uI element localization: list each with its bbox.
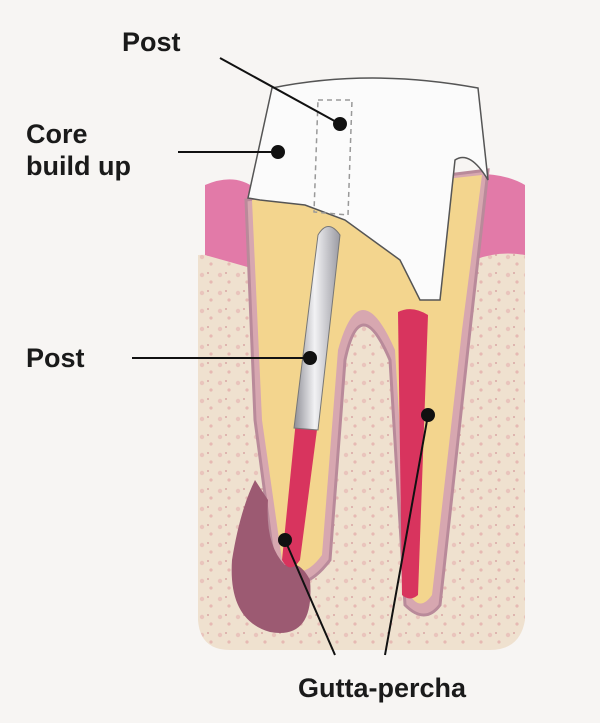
post-metal	[293, 226, 341, 431]
core-build-up	[247, 77, 489, 301]
gutta-percha-left	[282, 420, 318, 568]
label-post-top: Post	[122, 27, 181, 57]
label-post-middle: Post	[26, 343, 85, 373]
label-core-line1: Core	[26, 119, 88, 149]
label-gutta-percha: Gutta-percha	[298, 673, 467, 703]
abscess	[231, 480, 311, 633]
gutta-percha-right	[398, 309, 428, 599]
label-core-line2: build up	[26, 151, 131, 181]
